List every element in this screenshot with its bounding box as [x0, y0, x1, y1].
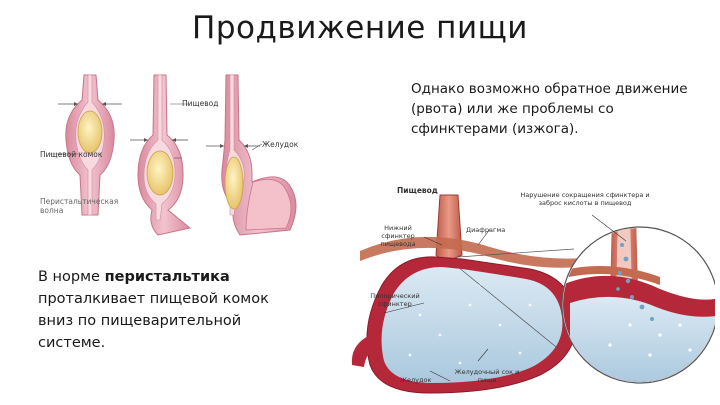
slide-title: Продвижение пищи — [0, 10, 720, 46]
label-gastric-juice: Желудочный сок и пища — [452, 368, 522, 384]
food-bolus — [225, 157, 243, 209]
label-esophagus-left: Пищевод — [182, 99, 218, 108]
peristalsis-stage-3 — [206, 75, 296, 235]
left-paragraph-end: проталкивает пищевой комок вниз по пищев… — [38, 291, 269, 351]
label-bolus: Пищевой комок — [40, 150, 102, 159]
food-bolus — [147, 151, 173, 195]
left-paragraph: В норме перистальтика проталкивает пищев… — [38, 266, 308, 354]
label-peristaltic-wave: Перистальтическая волна — [40, 197, 140, 215]
label-impaired-sphincter: Нарушение сокращения сфинктера и заброс … — [510, 191, 660, 207]
label-stomach-right: Желудок — [400, 376, 431, 384]
label-stomach-left: Желудок — [262, 140, 298, 149]
label-pyloric-sphincter: Пилорический сфинктер — [360, 292, 430, 308]
label-diaphragm: Диафрагма — [466, 226, 505, 234]
label-esophagus-right: Пищевод — [397, 186, 438, 195]
label-lower-sphincter: Нижний сфинктер пищевода — [368, 224, 428, 248]
right-paragraph: Однако возможно обратное движение (рвота… — [411, 79, 711, 139]
peristalsis-stage-1 — [50, 75, 122, 215]
left-paragraph-start: В норме — [38, 269, 105, 285]
peristalsis-term: перистальтика — [105, 269, 230, 285]
food-bolus — [78, 111, 102, 153]
